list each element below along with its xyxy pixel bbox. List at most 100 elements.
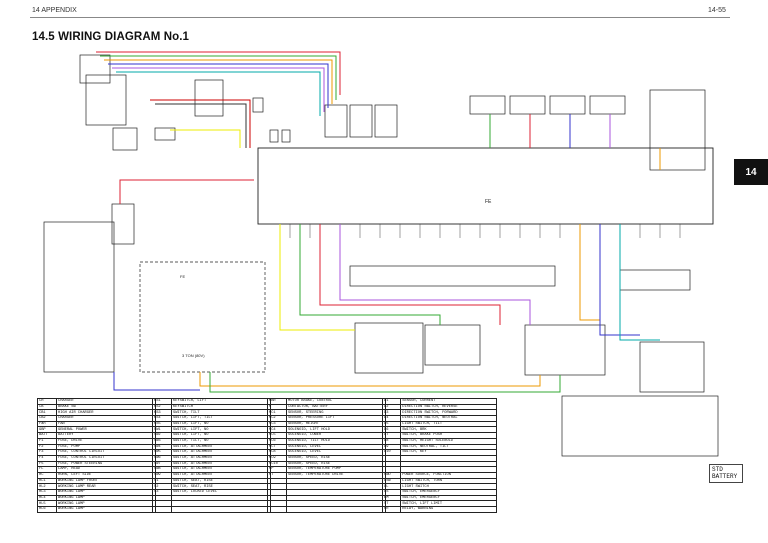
sub-controller-label: FE — [180, 274, 185, 279]
legend-code — [381, 454, 402, 462]
legend-description: RELAY, WARNING — [400, 506, 497, 513]
legend-code: D5 — [381, 420, 402, 428]
legend-code: HL6 — [37, 506, 57, 513]
legend-code: D6 — [381, 426, 402, 434]
legend-code: D8 — [381, 437, 402, 445]
legend-code: D7 — [381, 432, 402, 439]
legend-description: LIGHT SWITCH — [400, 483, 497, 490]
legend-code: D2 — [381, 403, 402, 411]
legend-description: POWER SOURCE, FUNCTION — [400, 471, 497, 479]
legend-description: SWITCH, NEUTRAL, TILT — [400, 443, 497, 451]
legend-description: DIRECTION SWITCH, NEUTRAL — [400, 415, 497, 422]
sub-unit-caption: 3 TON (80V) — [182, 353, 205, 358]
legend-description: SWITCH, EMERGENCY — [400, 494, 497, 502]
legend-description: SWITCH, LIFT LIMIT — [400, 500, 497, 508]
legend-code: D10 — [381, 449, 402, 456]
legend-code — [381, 460, 402, 468]
legend-description — [400, 454, 497, 462]
legend-code: D9 — [381, 443, 402, 451]
legend-description: LIGHT SWITCH, TURN — [400, 477, 497, 485]
legend-description: SWITCH, KEY — [400, 449, 497, 456]
legend-code — [267, 506, 287, 513]
legend-row — [381, 460, 497, 468]
legend-description: SWITCH, BRK — [400, 426, 497, 434]
legend-code — [152, 506, 172, 513]
legend-code: HR — [381, 506, 402, 513]
legend-description — [286, 506, 386, 513]
legend-description: SWITCH, BRAKE PUSH — [400, 432, 497, 439]
std-battery-box: STD BATTERY — [709, 464, 743, 483]
legend-description: LIGHT SWITCH, TILT — [400, 420, 497, 428]
legend-description: SENSOR, CURRENT — [400, 398, 497, 405]
main-controller-label: FE — [485, 199, 492, 205]
legend-row — [381, 454, 497, 462]
legend-code: FWD — [381, 471, 402, 479]
legend-code — [381, 466, 402, 473]
chapter-tab[interactable]: 14 — [734, 159, 768, 185]
legend-code: EM — [381, 494, 402, 502]
legend-code: D1 — [381, 398, 402, 405]
legend-description: DIRECTION SWITCH, FORWARD — [400, 409, 497, 417]
legend-row — [381, 466, 497, 473]
legend-description: WORKING LAMP — [56, 506, 156, 513]
header-page-number: 14-55 — [708, 7, 726, 14]
page-title: 14.5 WIRING DIAGRAM No.1 — [32, 31, 190, 43]
header-section-label: 14 APPENDIX — [32, 7, 77, 14]
legend-code: D3 — [381, 409, 402, 417]
legend-code: D4 — [381, 415, 402, 422]
legend-description — [171, 506, 271, 513]
legend-code: LSW — [381, 477, 402, 485]
legend-description: SWITCH, HEIGHT SOLENOID — [400, 437, 497, 445]
legend-code: LS — [381, 489, 402, 496]
legend-code: LL — [381, 483, 402, 490]
header-divider — [30, 17, 730, 18]
legend-description: SWITCH, EMERGENCY — [400, 489, 497, 496]
